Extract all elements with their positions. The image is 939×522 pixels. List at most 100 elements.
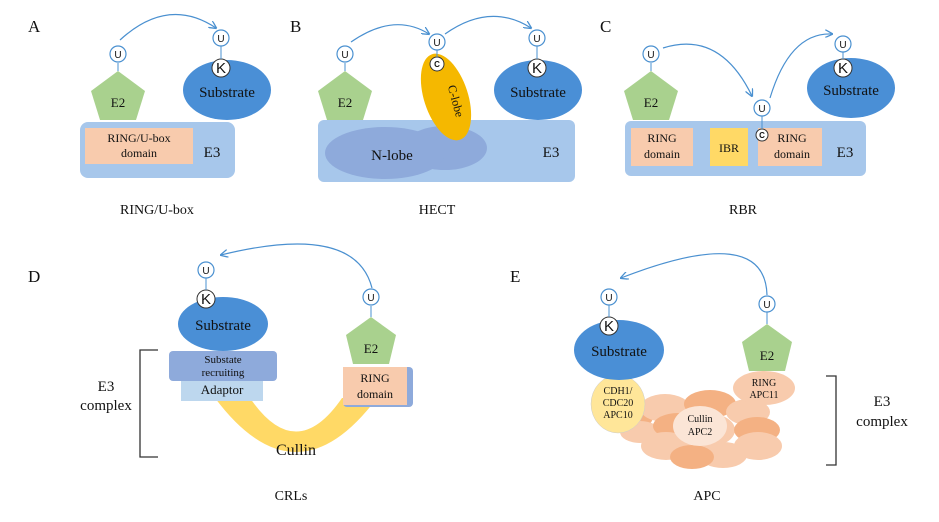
cdh-label-line1: CDH1/	[604, 386, 633, 397]
transfer-arrow	[662, 43, 752, 96]
panel-d: D E3 complex Cullin Adaptor Substate rec…	[28, 243, 413, 504]
e3-complex-label-line1: E3	[874, 394, 891, 410]
panel-e-caption: APC	[693, 489, 720, 504]
ring2-label-line1: RING	[777, 131, 807, 145]
panel-e-letter: E	[510, 267, 520, 286]
transfer-arrow	[119, 14, 216, 41]
cysteine-label: C	[759, 131, 765, 140]
panel-c-letter: C	[600, 17, 611, 36]
cdh-label-line2: CDC20	[603, 398, 634, 409]
ubiquitin-label: U	[433, 38, 440, 49]
panel-a-caption: RING/U-box	[120, 203, 194, 218]
panel-b-letter: B	[290, 17, 301, 36]
adaptor-box	[181, 379, 263, 401]
substrate-ellipse	[178, 297, 268, 351]
ubiquitin-icon	[528, 29, 546, 47]
c-lobe-ellipse	[420, 53, 472, 141]
e2-label: E2	[644, 95, 658, 110]
panel-c: C RING domain IBR RING domain E3 C U E2 …	[600, 17, 895, 218]
recruiting-label-line2: recruiting	[202, 367, 245, 379]
substrate-label: Substrate	[195, 318, 251, 334]
e2-label: E2	[111, 95, 125, 110]
substrate-label: Substrate	[823, 83, 879, 99]
ubiquitin-icon	[642, 45, 660, 63]
ring-apc11-label-line2: APC11	[749, 390, 778, 401]
ubiquitin-label: U	[763, 300, 770, 311]
lysine-label: K	[216, 60, 226, 77]
ibr-domain	[710, 128, 748, 166]
ubiquitin-label: U	[839, 40, 846, 51]
ubiquitin-icon	[336, 45, 354, 63]
ring-apc11-label-line1: RING	[752, 378, 776, 389]
cullin-apc2-label-line2: APC2	[688, 427, 712, 438]
transfer-arrow	[769, 34, 832, 99]
n-lobe-label: N-lobe	[371, 148, 413, 164]
e2-label: E2	[364, 341, 378, 356]
e2-label: E2	[760, 348, 774, 363]
ring-label-line2: domain	[357, 387, 393, 401]
substrate-label: Substrate	[510, 85, 566, 101]
cysteine-label: C	[434, 60, 440, 69]
ubiquitin-icon	[600, 288, 618, 306]
ubiquitin-label: U	[647, 50, 654, 61]
cullin-apc2-label-line1: Cullin	[687, 414, 712, 425]
panel-d-caption: CRLs	[275, 489, 308, 504]
ubiquitin-label: U	[202, 266, 209, 277]
transfer-arrow	[621, 253, 768, 296]
cdh-label-line3: APC10	[603, 410, 632, 421]
e3-complex-label-line2: complex	[856, 414, 908, 430]
e2-pentagon	[346, 317, 396, 364]
complex-bracket	[826, 375, 837, 466]
ibr-label: IBR	[719, 141, 739, 155]
panel-c-caption: RBR	[729, 203, 758, 218]
ubiquitin-icon	[197, 261, 215, 279]
adaptor-label: Adaptor	[201, 382, 244, 397]
recruiting-label-line1: Substate	[204, 354, 241, 366]
e3-label: E3	[204, 145, 221, 161]
e2-pentagon	[91, 71, 145, 120]
panel-a-letter: A	[28, 17, 41, 36]
substrate-ellipse	[494, 60, 582, 120]
ring-domain-2	[758, 128, 822, 166]
panel-d-letter: D	[28, 267, 40, 286]
ring-ubox-label-line1: RING/U-box	[107, 131, 170, 145]
complex-bracket	[139, 349, 158, 458]
ubiquitin-label: U	[758, 104, 765, 115]
ubiquitin-icon	[758, 295, 776, 313]
e3-label: E3	[543, 145, 560, 161]
e2-pentagon	[318, 71, 372, 120]
ubiquitin-label: U	[605, 293, 612, 304]
transfer-arrow	[350, 24, 429, 43]
lysine-label: K	[532, 60, 542, 77]
transfer-arrow	[444, 15, 531, 35]
ubiquitin-icon	[753, 99, 771, 117]
substrate-recruiting-box	[169, 351, 277, 381]
ring-ubox-label-line2: domain	[121, 146, 157, 160]
e2-pentagon	[624, 71, 678, 120]
cullin-arc	[215, 398, 377, 452]
transfer-arrow	[221, 243, 373, 289]
ubiquitin-label: U	[367, 293, 374, 304]
ring1-label-line1: RING	[647, 131, 677, 145]
lysine-label: K	[201, 291, 211, 308]
panel-e: E CDH1/ CDC20 APC10 Cullin APC2 RING APC…	[510, 253, 908, 504]
n-lobe-ellipse	[325, 127, 445, 179]
ring2-label-line2: domain	[774, 147, 810, 161]
e3-complex-label-line2: complex	[80, 398, 132, 414]
panel-a: A RING/U-box domain E3 E2 U Substrate K …	[28, 14, 271, 218]
ubiquitin-icon	[834, 35, 852, 53]
lysine-label: K	[604, 318, 614, 335]
ring-apc11-subunit	[733, 371, 795, 405]
lysine-label: K	[838, 60, 848, 77]
e2-label: E2	[338, 95, 352, 110]
ring-domain-1	[631, 128, 693, 166]
ubiquitin-label: U	[217, 34, 224, 45]
ubiquitin-icon	[362, 288, 380, 306]
substrate-label: Substrate	[199, 85, 255, 101]
substrate-ellipse	[183, 60, 271, 120]
ubiquitin-icon	[212, 29, 230, 47]
cullin-label: Cullin	[276, 442, 316, 459]
e2-pentagon	[742, 324, 792, 371]
substrate-ellipse	[574, 320, 664, 380]
cullin-apc2-subunit	[673, 406, 727, 446]
